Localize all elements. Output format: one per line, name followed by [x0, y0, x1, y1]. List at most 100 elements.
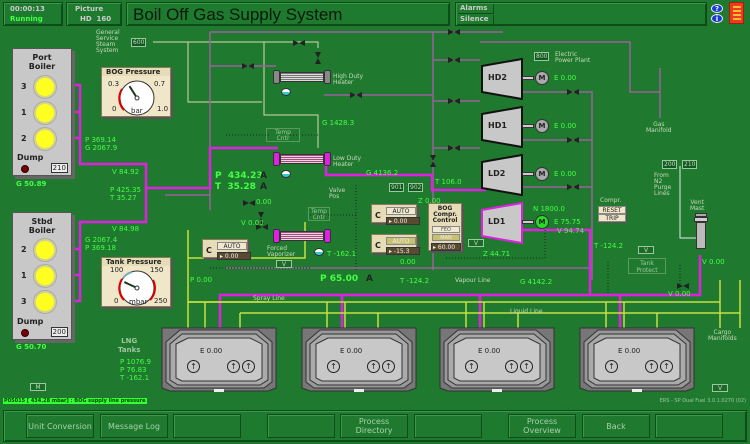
v-button-bottom[interactable]: V	[712, 384, 728, 392]
bog-gauge-min: 0	[112, 105, 117, 113]
lng-tank[interactable]: E 0.00↑↑↑	[300, 324, 418, 392]
lng-l2: Tanks	[118, 346, 141, 354]
forced-vaporizer-flow: 0.00	[256, 198, 272, 206]
forced-vaporizer[interactable]	[273, 229, 331, 243]
valve-pos-tag-902[interactable]: 902	[408, 183, 424, 192]
electric-tag[interactable]: 800	[534, 52, 550, 61]
pump-icon[interactable]: ↑	[227, 360, 240, 373]
motor-icon[interactable]: M	[535, 71, 549, 85]
tank-outline	[301, 327, 417, 392]
nav-button-process-directory[interactable]: Process Directory	[340, 414, 408, 438]
pump-icon[interactable]: ↑	[465, 360, 478, 373]
stbd-burner-row[interactable]: 3	[13, 293, 73, 311]
info-icon[interactable]: i	[711, 14, 723, 23]
compressor-shaft	[522, 124, 534, 128]
vent-mast[interactable]	[694, 213, 708, 249]
nav-button-blank-2[interactable]	[173, 414, 241, 438]
tank-protect-v-button[interactable]: V	[638, 246, 654, 254]
compressor-ld2[interactable]: LD2	[478, 153, 526, 200]
controller-mid-top[interactable]: C AUTO ▸ 0.00	[371, 204, 420, 225]
ctrl-mode-button[interactable]: AUTO	[386, 207, 416, 215]
vent-mast-v: V 0.00	[702, 258, 725, 266]
question-icon[interactable]: ?	[711, 4, 723, 13]
pump-icon[interactable]: ↑	[645, 360, 658, 373]
motor-icon[interactable]: M	[535, 215, 549, 229]
stbd-boiler-tag[interactable]: 200	[50, 327, 68, 337]
compressor-ld1[interactable]: LD1	[478, 201, 526, 248]
pump-icon[interactable]: ↑	[605, 360, 618, 373]
low-duty-heater[interactable]	[273, 152, 331, 166]
bog-ctrl-v-button[interactable]: V	[468, 239, 484, 247]
motor-icon[interactable]: M	[535, 167, 549, 181]
pump-icon[interactable]: ↑	[505, 360, 518, 373]
burner-number: 2	[21, 245, 27, 254]
pump-icon[interactable]: ↑	[520, 360, 533, 373]
gs-steam-tag[interactable]: 600	[131, 38, 147, 47]
version-label: ERS - SP Dual Fuel 3.0.1.0270 (02)	[659, 398, 746, 404]
n2-tag-200[interactable]: 200	[662, 160, 678, 169]
nav-button-process-overview[interactable]: Process Overview	[508, 414, 576, 438]
compressor-hd1[interactable]: HD1	[478, 105, 526, 152]
bog-ctrl-l3: Control	[432, 217, 458, 224]
lng-tank[interactable]: E 0.00↑↑↑	[438, 324, 556, 392]
ctrl-setpoint[interactable]: ▸ -15.3	[386, 247, 420, 255]
stbd-burner-row[interactable]: 2	[13, 241, 73, 259]
gs-steam-l3: Steam	[96, 41, 116, 48]
m-button[interactable]: M	[30, 383, 46, 391]
high-duty-gflow: G 1428.3	[322, 119, 355, 127]
pump-icon[interactable]: ↑	[367, 360, 380, 373]
silence-button[interactable]: Silence	[458, 15, 494, 25]
compressor-hd2[interactable]: HD2	[478, 57, 526, 104]
lng-tank[interactable]: E 0.00↑↑↑	[160, 324, 278, 392]
nav-button-unit-conversion[interactable]: Unit Conversion	[26, 414, 94, 438]
controller-mid-bot[interactable]: C AUTO ▸ -15.3	[371, 234, 420, 255]
picture-panel: Picture HD 160	[66, 2, 122, 26]
nav-button-back[interactable]: Back	[582, 414, 650, 438]
ep-l2: Power Plant	[555, 57, 591, 64]
stbd-burner-row[interactable]: 1	[13, 267, 73, 285]
high-duty-heater[interactable]	[273, 70, 331, 84]
pump-icon[interactable]: ↑	[242, 360, 255, 373]
bog-ctrl-l1: BOG	[437, 205, 453, 212]
port-burner-row[interactable]: 3	[13, 78, 73, 96]
alarms-button[interactable]: Alarms	[458, 4, 494, 14]
nav-button-blank-5[interactable]	[414, 414, 482, 438]
compr-trip-button[interactable]: TRIP	[598, 214, 626, 222]
forced-vaporizer-v-button[interactable]: V	[276, 260, 292, 268]
n2-tag-210[interactable]: 210	[682, 160, 698, 169]
tp-l2: Protect	[636, 267, 658, 274]
liquid-line-label: Liquid Line	[510, 308, 543, 315]
port-burner-row[interactable]: 1	[13, 104, 73, 122]
pump-icon[interactable]: ↑	[327, 360, 340, 373]
port-boiler-tag[interactable]: 210	[50, 163, 68, 173]
bog-ctrl-feo-button[interactable]: FEO	[432, 226, 460, 233]
ctrl-mode-button[interactable]: AUTO	[217, 242, 247, 250]
tp-l1: Tank	[640, 260, 654, 267]
nav-button-blank-3[interactable]	[267, 414, 335, 438]
pump-icon[interactable]: ↑	[660, 360, 673, 373]
tc1-l2: Cntr	[276, 135, 290, 142]
tank-gauge-max: 250	[154, 297, 168, 305]
nav-button-blank-8[interactable]	[655, 414, 723, 438]
ctrl-setpoint[interactable]: ▸ 0.00	[386, 217, 420, 225]
stbd-dump-lamp[interactable]	[21, 329, 29, 337]
bog-ctrl-setpoint[interactable]: ▸ 60.00	[431, 243, 461, 251]
ctrl-setpoint[interactable]: ▸ 0.00	[217, 252, 251, 260]
pump-icon[interactable]: ↑	[382, 360, 395, 373]
compr-reset-button[interactable]: RESET	[598, 206, 626, 214]
valve-pos-tag-901[interactable]: 901	[389, 183, 405, 192]
pump-icon[interactable]: ↑	[187, 360, 200, 373]
port-burner-row[interactable]: 2	[13, 130, 73, 148]
tc2-l1: Temp	[311, 208, 327, 215]
ctrl-mode-button[interactable]: AUTO	[386, 237, 416, 245]
bog-ctrl-man-button[interactable]: MAN	[432, 234, 460, 241]
motor-icon[interactable]: M	[535, 119, 549, 133]
controller-left[interactable]: C AUTO ▸ 0.00	[202, 239, 251, 260]
port-dump-lamp[interactable]	[21, 165, 29, 173]
lng-tank[interactable]: E 0.00↑↑↑	[578, 324, 696, 392]
nav-button-message-log[interactable]: Message Log	[100, 414, 168, 438]
